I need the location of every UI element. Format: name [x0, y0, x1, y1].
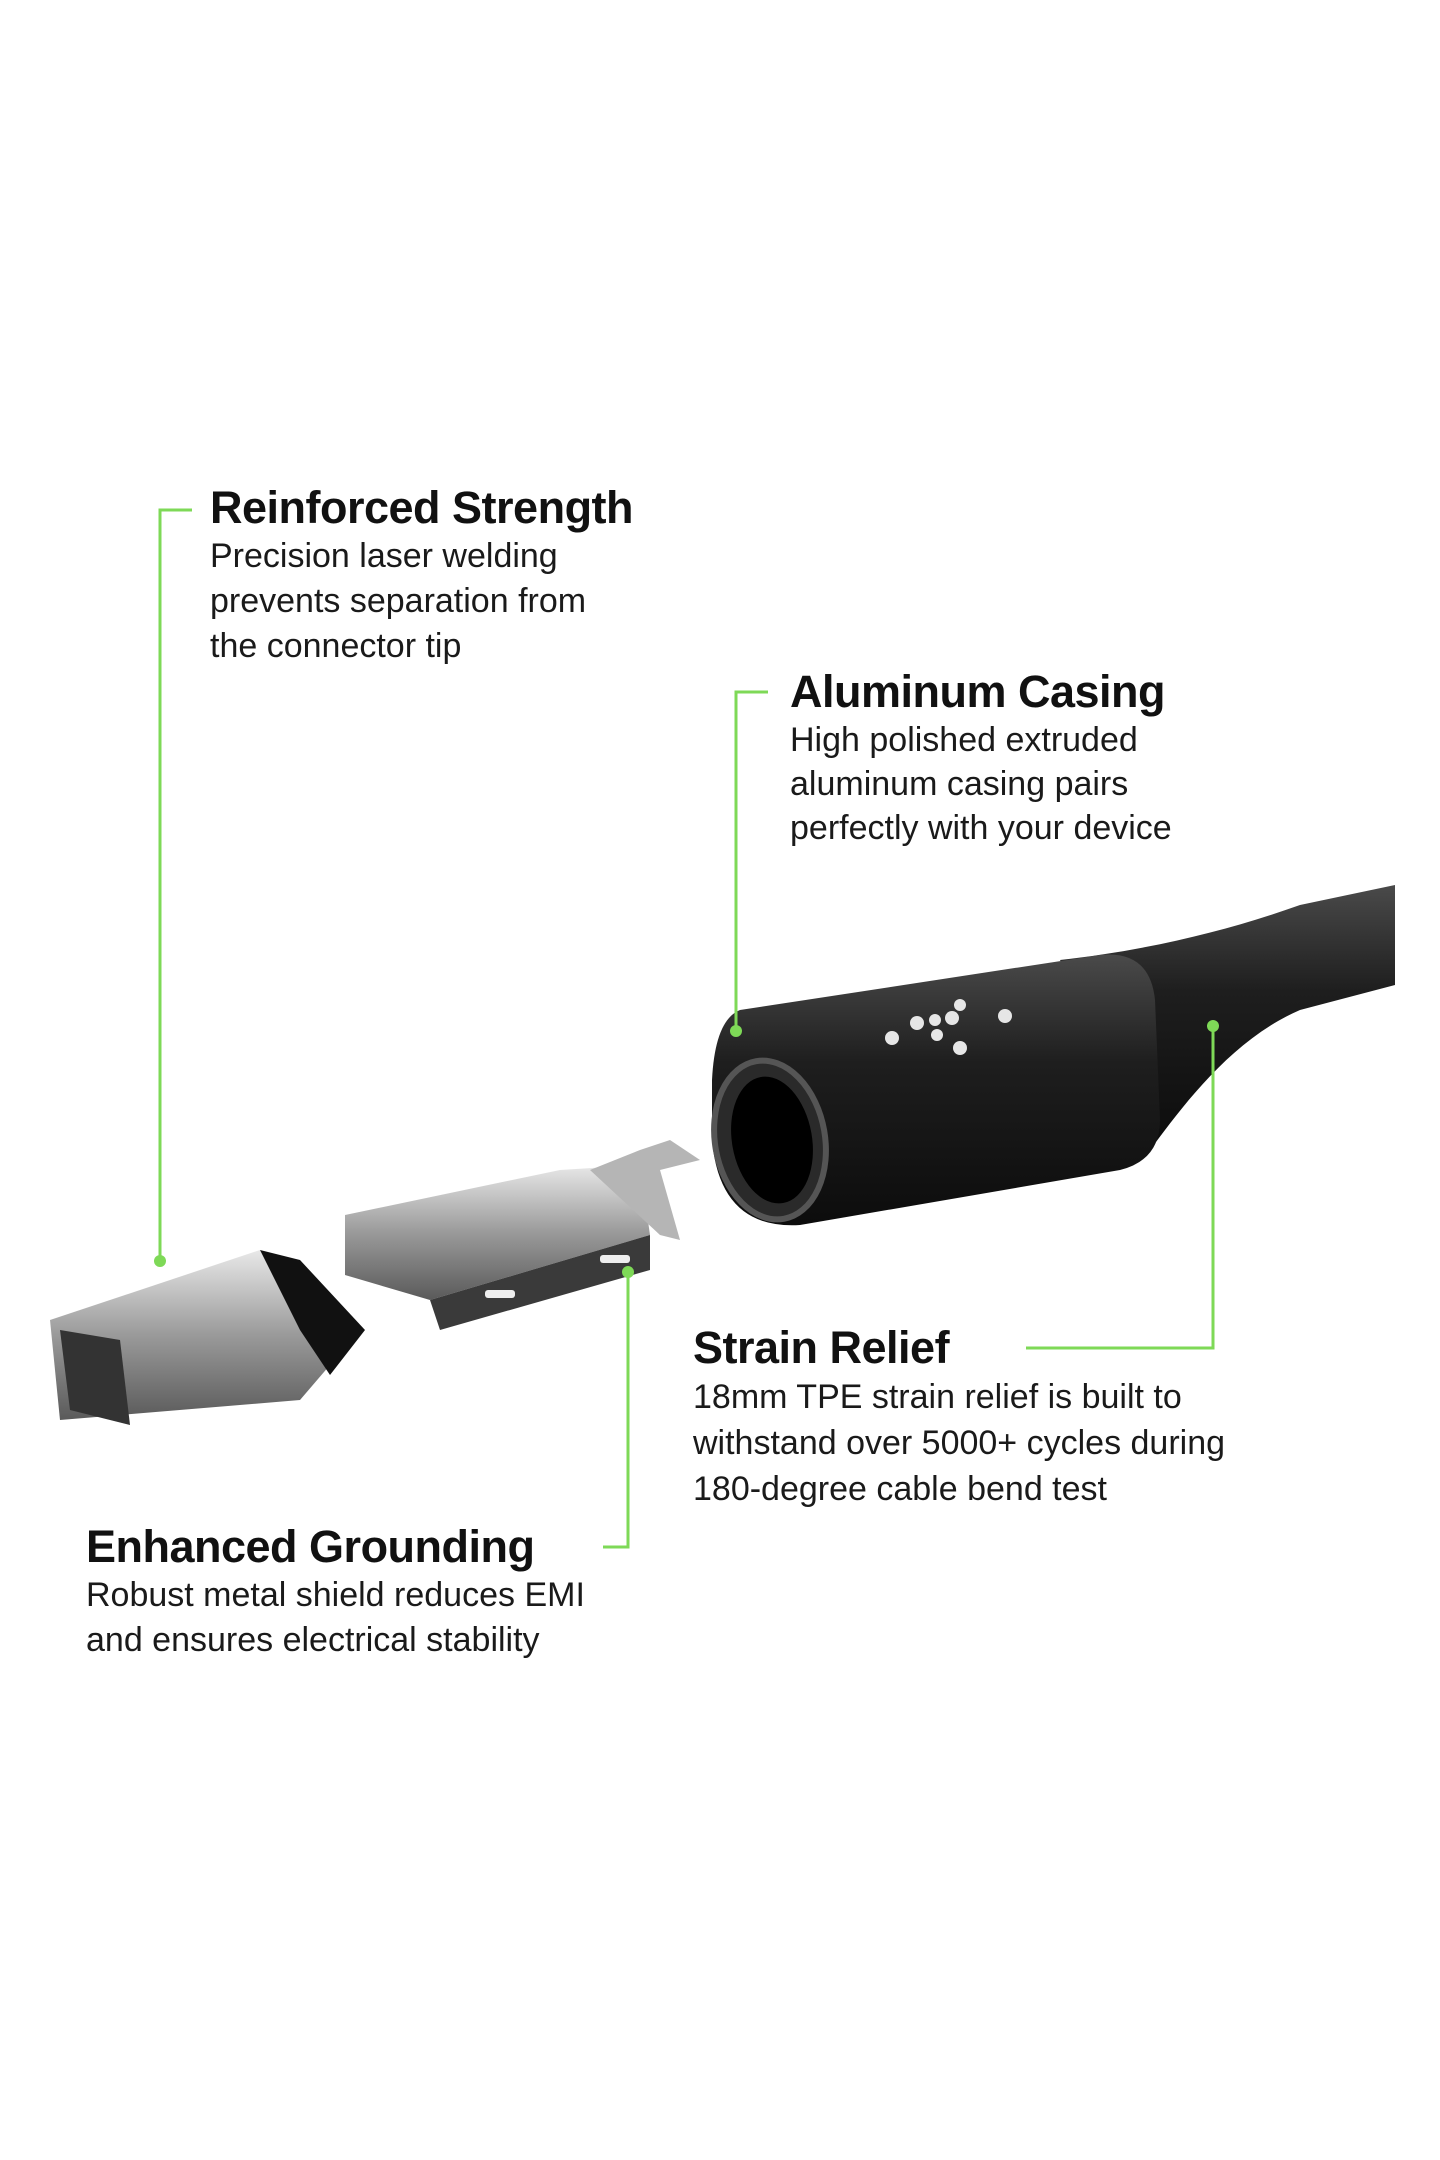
callout-title: Aluminum Casing — [790, 666, 1166, 717]
callout-title: Reinforced Strength — [210, 482, 634, 533]
callout-aluminum-casing: Aluminum Casing High polished extruded a… — [790, 666, 1172, 850]
logo-dots — [885, 999, 1012, 1055]
callout-body: Robust metal shield reduces EMI and ensu… — [86, 1576, 585, 1659]
metal-shield — [345, 1140, 700, 1330]
callout-enhanced-grounding: Enhanced Grounding Robust metal shield r… — [86, 1521, 585, 1663]
callout-reinforced-strength: Reinforced Strength Precision laser weld… — [210, 482, 634, 669]
micro-usb-tip — [50, 1250, 365, 1425]
callout-dots — [154, 1020, 1219, 1278]
aluminum-casing — [711, 954, 1160, 1226]
callout-title: Enhanced Grounding — [86, 1521, 535, 1572]
callout-body: 18mm TPE strain relief is built to withs… — [693, 1378, 1226, 1508]
callout-lines — [158, 508, 1215, 1549]
callout-body: High polished extruded aluminum casing p… — [790, 721, 1172, 847]
callout-title: Strain Relief — [693, 1322, 950, 1373]
callout-body: Precision laser welding prevents separat… — [210, 537, 587, 665]
callout-strain-relief: Strain Relief 18mm TPE strain relief is … — [693, 1322, 1225, 1512]
